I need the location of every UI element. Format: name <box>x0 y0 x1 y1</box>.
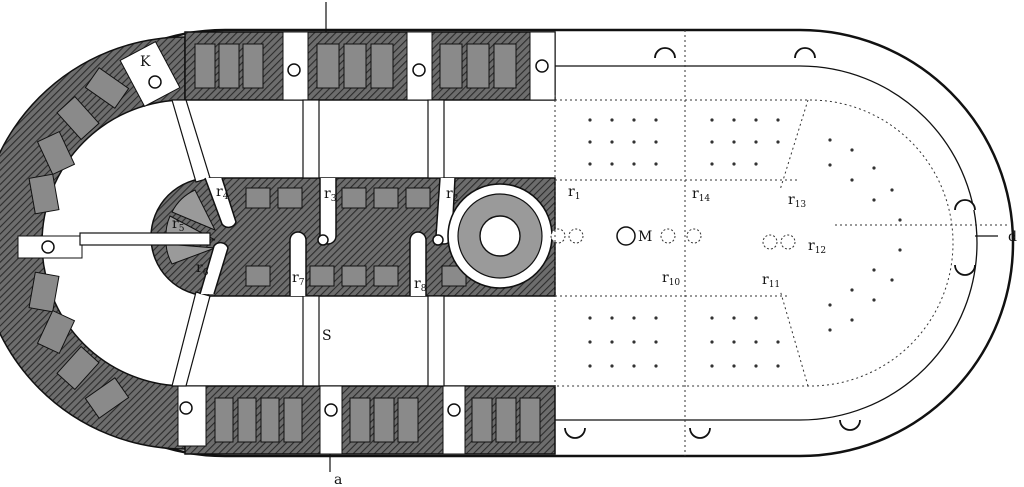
label-a: a <box>334 472 342 487</box>
gap-bottom-2 <box>442 385 466 455</box>
room-label-r2: r2 <box>446 186 458 204</box>
walls <box>79 99 445 387</box>
section-lines <box>325 2 998 472</box>
room-label-r4: r4 <box>216 184 229 202</box>
room-label-r13: r13 <box>788 192 806 210</box>
columns <box>41 59 636 417</box>
inner-corridor-line <box>555 65 978 421</box>
slots <box>199 177 456 296</box>
niches <box>564 47 976 439</box>
room-label-r6: r6 <box>196 260 209 278</box>
room-label-r12: r12 <box>808 238 826 256</box>
label-M: M <box>638 229 652 245</box>
label-K: K <box>140 54 151 70</box>
room-label-r14: r14 <box>692 186 710 204</box>
turntable <box>447 183 553 289</box>
label-S: S <box>322 328 332 344</box>
gap-top-left <box>119 40 181 108</box>
small-rings <box>550 228 796 250</box>
label-d: d <box>1008 229 1017 245</box>
cells-spine <box>245 187 467 287</box>
room-label-r8: r8 <box>414 276 427 294</box>
gap-bottom-1 <box>319 385 343 455</box>
cells-curve <box>28 67 130 419</box>
gap-bottom-3 <box>177 385 207 447</box>
room-label-r3: r3 <box>324 186 337 204</box>
cells-top <box>194 43 517 89</box>
room-label-r11: r11 <box>762 272 780 290</box>
room-label-r7: r7 <box>292 270 305 288</box>
room-label-r1: r1 <box>568 184 580 202</box>
room-label-r5: r5 <box>172 216 185 234</box>
cells-bottom <box>214 397 541 443</box>
room-label-r10: r10 <box>662 270 680 288</box>
dotted-partitions <box>554 30 1010 456</box>
dot-grid <box>588 118 902 368</box>
inner-dotted-ring <box>555 99 954 387</box>
